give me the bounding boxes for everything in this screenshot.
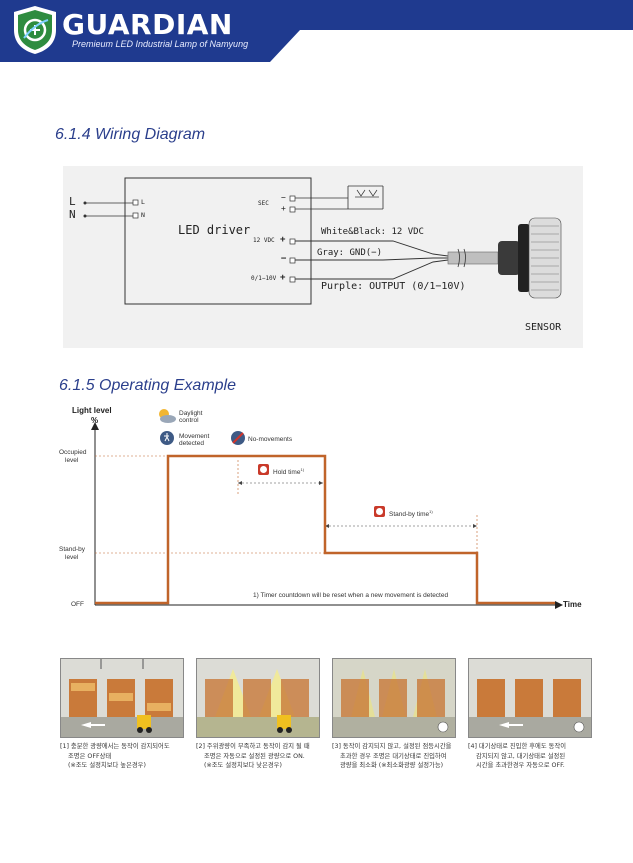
sec-minus: −	[281, 193, 286, 202]
off-label: OFF	[71, 601, 84, 608]
movement-icon	[160, 431, 174, 445]
no-movement-icon	[231, 431, 245, 445]
shield-logo-icon	[14, 6, 56, 54]
hold-time-label: Hold time1)	[273, 467, 305, 477]
header-bar: GUARDIAN Premieum LED Industrial Lamp of…	[0, 0, 633, 62]
scene-panel-3	[332, 658, 456, 738]
mains-l-label: L	[69, 195, 76, 208]
caption-2: [2] 주위광량이 부족하고 동작이 감지 될 때 조명은 자동으로 설정된 광…	[196, 743, 310, 769]
driver-label: LED driver	[178, 223, 251, 237]
mains-n-label: N	[69, 208, 76, 221]
occupied-label-1: Occupied	[59, 449, 87, 456]
caption-1: [1] 충분한 광량에서는 동작이 감지되어도 조명은 OFF상태 (※조도 설…	[60, 743, 170, 769]
v010-label: 0/1−10V	[251, 275, 277, 282]
y-axis-title: Light level	[72, 406, 112, 415]
legend-no-movement: No-movements	[248, 436, 293, 443]
v12-plus: +	[280, 235, 286, 245]
caption-3: [3] 동작이 감지되지 않고, 설정된 점등시간을 초과한 경우 조명은 대기…	[332, 743, 452, 769]
legend-daylight-1: Daylight	[179, 410, 203, 417]
gnd-minus: −	[281, 254, 287, 264]
standby-timer-icon	[374, 506, 385, 517]
legend-movement-1: Movement	[179, 433, 210, 440]
legend-daylight-2: control	[179, 417, 199, 424]
scene-panel-2	[196, 658, 320, 738]
brand-name: GUARDIAN	[62, 8, 233, 41]
y-axis-unit: %	[91, 416, 99, 425]
standby-label-2: level	[65, 554, 79, 561]
wire-gray-label: Gray: GND(−)	[317, 248, 383, 258]
v12-label: 12 VDC	[253, 237, 275, 244]
sun-cloud-icon	[159, 409, 176, 423]
sec-plus: +	[281, 204, 286, 213]
caption-4: [4] 대기상태로 진입한 후에도 동작이 감지되지 않고, 대기상태로 설정된…	[468, 743, 567, 769]
v010-plus: +	[280, 273, 286, 283]
occupied-label-2: level	[65, 457, 79, 464]
operating-chart: Light level % Time Occupied level Stand-…	[55, 400, 595, 620]
wire-white-black-label: White&Black: 12 VDC	[321, 227, 424, 237]
driver-l-terminal: L	[141, 198, 145, 206]
scene-panel-4	[468, 658, 592, 738]
hold-timer-icon	[258, 464, 269, 475]
standby-time-label: Stand-by time1)	[389, 509, 433, 519]
sec-label: SEC	[258, 200, 269, 207]
driver-n-terminal: N	[141, 211, 145, 219]
legend-movement-2: detected	[179, 440, 204, 447]
x-axis-title: Time	[563, 600, 582, 609]
scene-panel-1	[60, 658, 184, 738]
operating-section-title: 6.1.5 Operating Example	[59, 377, 236, 394]
standby-label-1: Stand-by	[59, 546, 86, 553]
sensor-label: SENSOR	[525, 322, 562, 333]
chart-footnote: 1) Timer countdown will be reset when a …	[253, 592, 449, 599]
wiring-diagram: L N L N LED driver SEC − + 12 VDC + − 0/…	[63, 166, 583, 348]
brand-tagline: Premieum LED Industrial Lamp of Namyung	[72, 39, 249, 49]
wiring-section-title: 6.1.4 Wiring Diagram	[55, 126, 206, 143]
wire-purple-label: Purple: OUTPUT (0/1−10V)	[321, 281, 466, 292]
